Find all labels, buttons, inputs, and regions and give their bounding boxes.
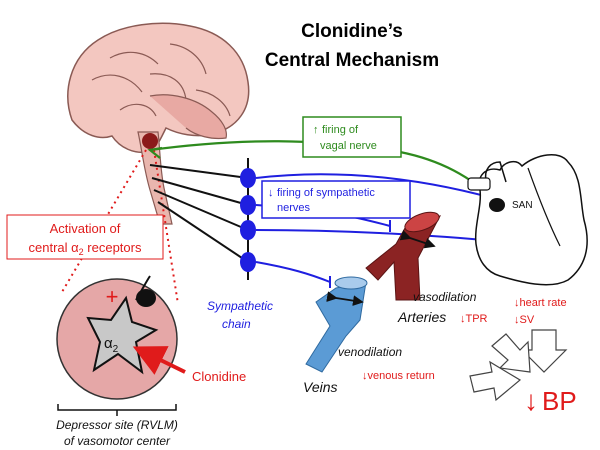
arteries-label: Arteries (397, 309, 446, 325)
sympathetic-down-arrow: ↓ (268, 187, 274, 199)
title-line-1: Clonidine’s (301, 21, 403, 42)
vagal-up-arrow: ↑ (313, 124, 319, 136)
heart-rate-label: ↓heart rate (514, 297, 567, 309)
alpha2-receptor-star (86, 295, 159, 375)
sympathetic-chain-label-line-2: chain (222, 317, 251, 331)
activation-label-line-2: central α2 receptors (29, 240, 142, 257)
vagal-label-box (302, 116, 402, 158)
bp-label: BP (542, 386, 577, 416)
veins-label: Veins (303, 379, 338, 395)
depressor-label-line-1: Depressor site (RVLM) (56, 418, 178, 432)
plus-sign: + (106, 284, 119, 309)
preganglionic-fibers (149, 164, 249, 263)
converging-arrows (469, 329, 568, 402)
tpr-label: ↓TPR (460, 313, 488, 325)
sympathetic-label-box (261, 180, 411, 219)
synaptic-terminal (136, 289, 156, 307)
zoom-line-right (153, 149, 179, 305)
vein-illustration (305, 276, 368, 373)
venodilation-label: venodilation (338, 345, 402, 359)
arrow-from-sv (520, 329, 568, 373)
rvlm-spot (142, 133, 158, 149)
san-node (489, 198, 505, 212)
vasodilation-label: vasodilation (413, 290, 477, 304)
depressor-bracket (57, 404, 177, 416)
sympathetic-label-line-1: firing of sympathetic (277, 187, 375, 199)
artery-illustration (365, 211, 442, 301)
san-label: SAN (512, 200, 533, 211)
bp-down-arrow: ↓ (524, 385, 538, 416)
depressor-label-line-2: of vasomotor center (64, 434, 171, 448)
activation-label-box (6, 214, 164, 260)
vagal-label-line-1: firing of (322, 124, 359, 136)
sv-label: ↓SV (514, 314, 535, 326)
sympathetic-chain (240, 158, 256, 280)
venous-return-label: ↓venous return (362, 370, 435, 382)
brain-illustration (67, 22, 250, 225)
arrow-from-venous-return (469, 360, 522, 402)
vagal-nerve-end (147, 146, 163, 159)
clonidine-arrow (132, 346, 186, 375)
activation-label-line-1: Activation of (50, 221, 121, 236)
title-line-2: Central Mechanism (265, 50, 439, 71)
sympathetic-chain-label-line-1: Sympathetic (207, 299, 273, 313)
heart-illustration (467, 154, 588, 286)
vagal-label-line-2: vagal nerve (320, 140, 377, 152)
arrow-from-tpr (491, 333, 531, 373)
rvlm-neuron: + α2 (56, 275, 178, 400)
sympathetic-label-line-2: nerves (277, 202, 311, 214)
clonidine-label: Clonidine (192, 369, 246, 384)
alpha2-label: α2 (104, 335, 119, 355)
